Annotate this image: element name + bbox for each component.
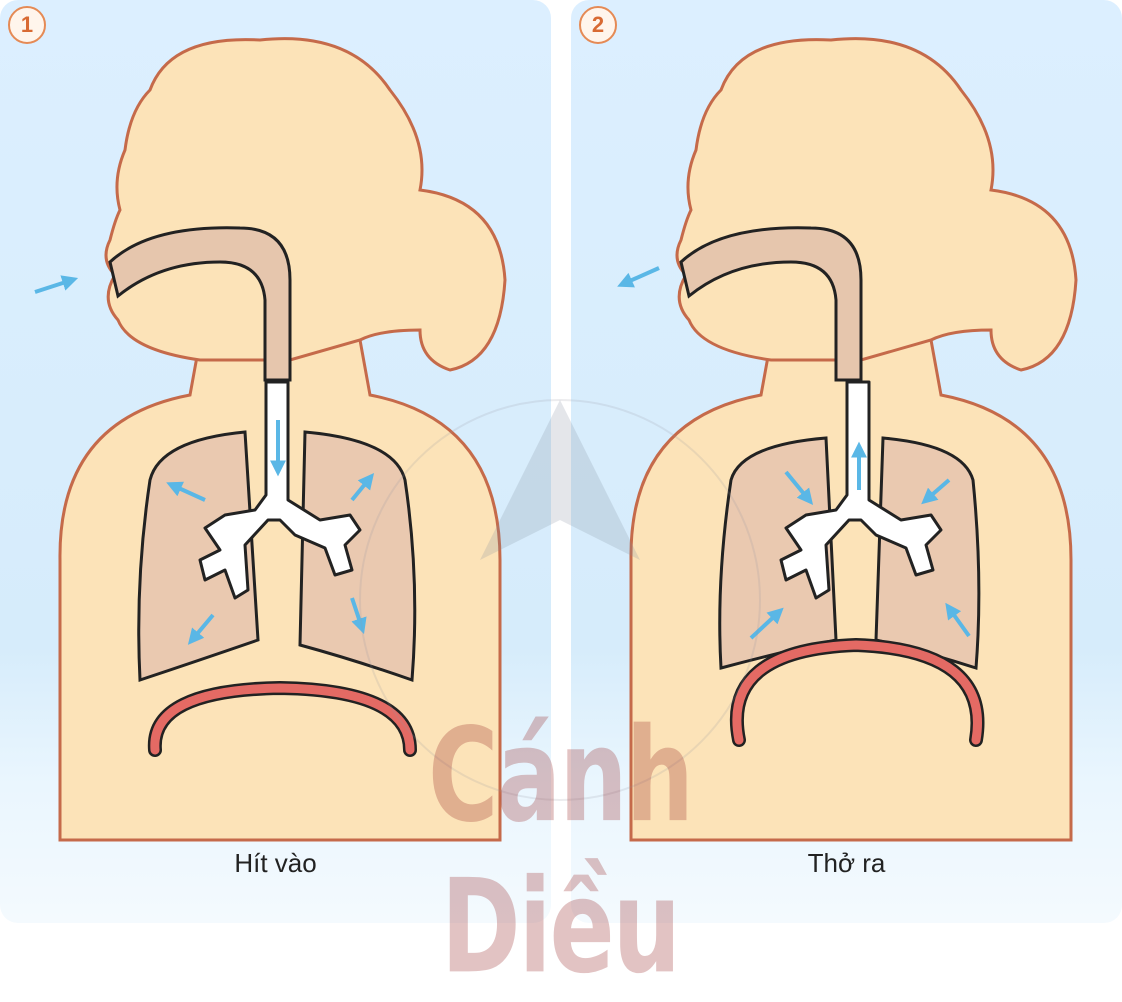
step-number-badge: 2 — [579, 6, 617, 44]
inhale-panel: 1 Hít vào — [0, 0, 551, 923]
head — [106, 39, 505, 370]
right-lung — [300, 432, 415, 680]
exhale-illustration — [571, 0, 1122, 923]
caption-exhale: Thở ra — [571, 848, 1122, 879]
inhale-illustration — [0, 0, 551, 923]
caption-inhale: Hít vào — [0, 848, 551, 879]
head — [677, 39, 1076, 370]
step-number-badge: 1 — [8, 6, 46, 44]
exhale-panel: 2 Thở ra — [571, 0, 1122, 923]
